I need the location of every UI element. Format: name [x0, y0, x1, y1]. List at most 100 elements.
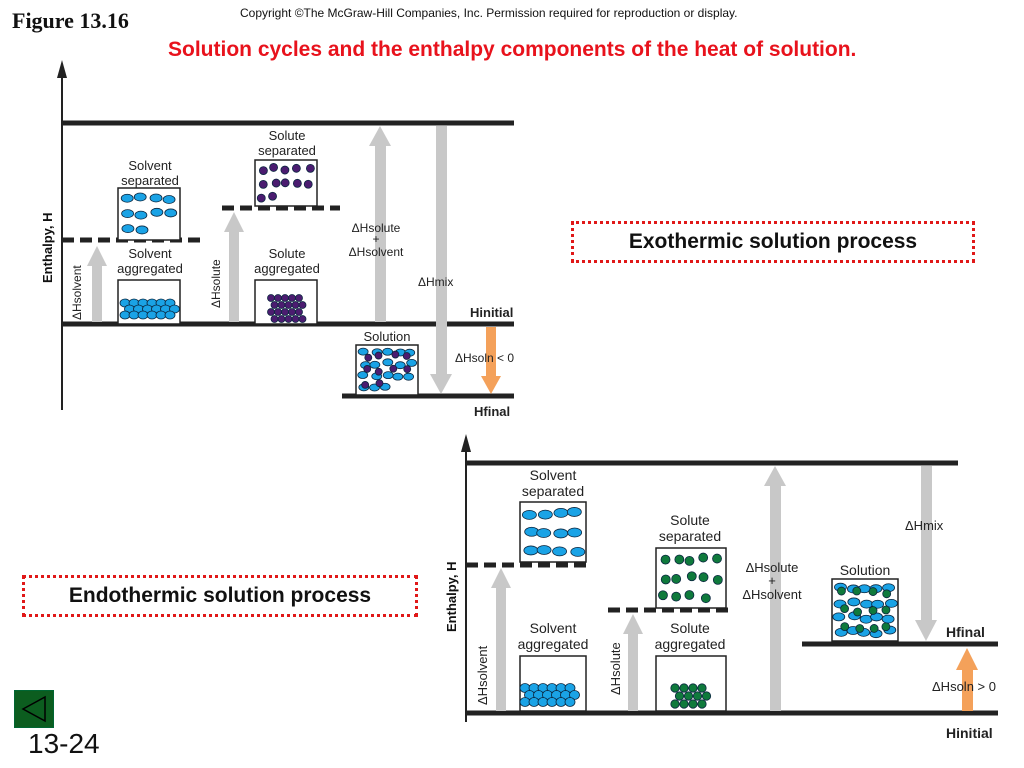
solute-particle	[868, 587, 878, 596]
solvent-particle	[134, 210, 148, 220]
figure-label: Figure 13.16	[12, 8, 129, 33]
exo-arrow-sum	[369, 126, 391, 322]
solvent-particle	[553, 528, 569, 539]
solute-particle	[375, 379, 384, 388]
exo-h-final-label: Hfinal	[474, 404, 510, 419]
solvent-particle	[570, 546, 586, 557]
solute-particle	[258, 166, 268, 176]
solvent-particle	[537, 509, 553, 520]
exo-solution-label: Solution	[364, 329, 411, 344]
solvent-particle	[885, 598, 898, 608]
solvent-particle	[871, 599, 885, 609]
exo-dh-mix-label: ΔHmix	[418, 275, 453, 289]
solvent-particle	[564, 697, 576, 707]
solute-particle	[679, 699, 689, 709]
solute-particle	[280, 165, 290, 175]
solute-particle	[679, 683, 689, 693]
solute-particle	[660, 574, 671, 585]
solvent-particle	[546, 697, 558, 707]
solute-particle	[364, 353, 373, 362]
solute-particle	[697, 699, 707, 709]
solute-particle	[684, 555, 695, 566]
endo-solute-separated-label-2: separated	[659, 528, 721, 544]
solute-particle	[684, 590, 695, 600]
solute-particle	[295, 294, 303, 302]
solvent-particle	[392, 372, 404, 381]
exo-solute-aggregated-label-1: Solute	[269, 246, 306, 261]
solvent-particle	[164, 310, 176, 320]
solvent-particle	[566, 507, 582, 517]
exo-solute-aggregated-particles	[267, 294, 307, 323]
solute-particle	[692, 691, 703, 701]
solute-particle	[361, 380, 370, 389]
back-triangle-icon	[21, 695, 46, 723]
endo-solvent-separated-label-2: separated	[522, 483, 584, 499]
solute-particle	[389, 364, 398, 373]
solute-particle	[688, 699, 698, 709]
solute-particle	[837, 586, 846, 596]
exo-solvent-aggregated-label-2: aggregated	[117, 261, 183, 276]
exo-solute-separated-label-2: separated	[258, 143, 316, 158]
solute-particle	[374, 367, 383, 376]
solute-particle	[403, 365, 412, 374]
endo-axis-label: Enthalpy, H	[444, 561, 459, 632]
endo-solvent-aggregated-label-2: aggregated	[518, 636, 589, 652]
exo-dh-soln-label: ΔHsoln < 0	[455, 351, 514, 365]
solute-particle	[881, 622, 891, 632]
endo-solution-label: Solution	[840, 562, 891, 578]
solute-particle	[374, 351, 383, 360]
solvent-particle	[832, 612, 846, 622]
solvent-particle	[164, 208, 178, 218]
endo-arrow-mix	[915, 466, 937, 641]
endo-dh-sum-label-2: ΔHsolvent	[742, 587, 802, 602]
solute-particle	[840, 604, 849, 614]
solvent-particle	[552, 546, 567, 557]
solute-particle	[670, 699, 680, 709]
exo-arrow-soln	[481, 327, 501, 394]
solute-particle	[881, 605, 891, 615]
endo-dh-soln-label: ΔHsoln > 0	[932, 679, 996, 694]
solute-particle	[271, 178, 281, 188]
solute-particle	[280, 178, 290, 188]
solute-particle	[295, 308, 303, 316]
solute-particle	[852, 586, 862, 596]
solute-particle	[840, 622, 850, 631]
exo-h-initial-label: Hinitial	[470, 305, 513, 320]
solute-particle	[698, 572, 709, 583]
exo-solvent-aggregated-particles	[119, 298, 180, 320]
solvent-particle	[382, 347, 394, 356]
solute-particle	[674, 691, 685, 701]
exo-solution-particles	[357, 347, 418, 392]
solvent-particle	[357, 347, 369, 356]
solvent-particle	[528, 697, 540, 707]
solute-particle	[698, 552, 709, 563]
solvent-particle	[555, 697, 567, 707]
exo-solute-separated-label-1: Solute	[269, 128, 306, 143]
solute-particle	[303, 179, 313, 189]
back-button[interactable]	[14, 690, 54, 728]
exo-solvent-separated-label-1: Solvent	[128, 158, 172, 173]
solvent-particle	[121, 209, 135, 219]
solvent-particle	[162, 195, 176, 204]
solvent-particle	[369, 360, 381, 369]
solute-particle	[298, 315, 307, 323]
solvent-particle	[567, 527, 583, 538]
solute-particle	[291, 163, 301, 173]
solvent-particle	[521, 509, 537, 520]
solute-particle	[402, 352, 411, 360]
exo-solvent-separated-label-2: separated	[121, 173, 179, 188]
endo-solution-particles	[832, 582, 898, 639]
solvent-particle	[553, 507, 569, 518]
exo-arrow-solvent	[87, 246, 107, 322]
solute-particle	[671, 591, 682, 602]
solute-particle	[712, 574, 723, 585]
exo-dh-solute-label: ΔHsolute	[209, 259, 223, 308]
endo-solvent-separated-particles	[521, 507, 586, 557]
solvent-particle	[523, 545, 539, 556]
solute-particle	[712, 553, 722, 564]
endo-solute-separated-particles	[658, 552, 723, 604]
solute-particle	[853, 607, 862, 617]
solute-particle	[256, 193, 266, 203]
